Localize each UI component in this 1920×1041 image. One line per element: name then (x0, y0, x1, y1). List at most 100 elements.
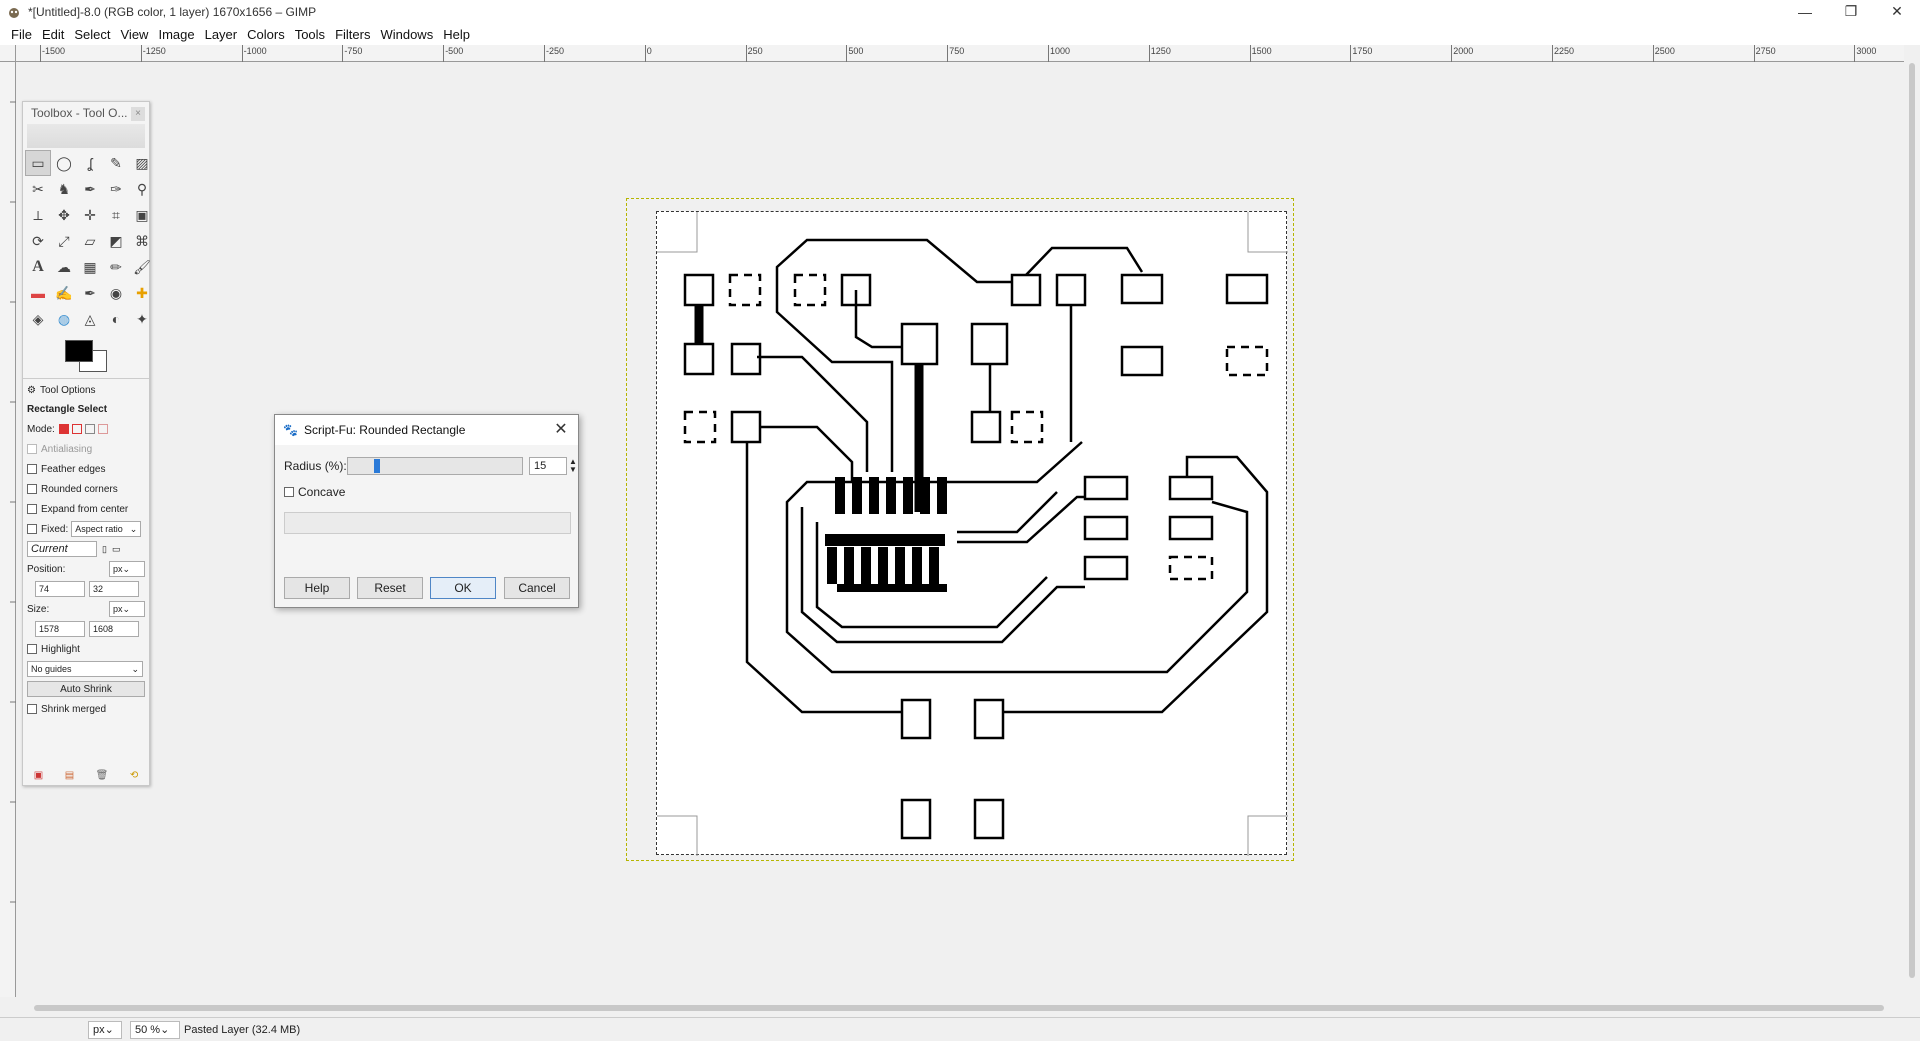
feather-edges-option[interactable]: Feather edges (27, 459, 145, 479)
airbrush-tool-icon[interactable]: ✍ (55, 284, 73, 301)
highlight-checkbox[interactable] (27, 644, 37, 654)
reset-button[interactable]: Reset (357, 577, 423, 599)
align-tool-icon[interactable]: ✛ (84, 206, 96, 223)
menu-edit[interactable]: Edit (41, 26, 65, 42)
minimize-button[interactable]: — (1798, 3, 1812, 20)
concave-option[interactable]: Concave (284, 485, 345, 499)
color-picker-tool-icon[interactable]: ✑ (110, 180, 122, 197)
menu-image[interactable]: Image (158, 26, 195, 42)
dialog-close-icon[interactable]: ✕ (554, 421, 568, 438)
measure-tool-icon[interactable]: ⟂ (33, 206, 43, 223)
move-tool-icon[interactable]: ✥ (58, 206, 70, 223)
rounded-corners-checkbox[interactable] (27, 484, 37, 494)
menu-tools[interactable]: Tools (294, 26, 326, 42)
mode-replace-icon[interactable] (58, 424, 69, 434)
expand-from-center-option[interactable]: Expand from center (27, 499, 145, 519)
toolbox-close-icon[interactable]: × (131, 107, 145, 121)
position-y-input[interactable]: 32 (89, 581, 139, 597)
auto-shrink-button[interactable]: Auto Shrink (27, 681, 145, 697)
help-button[interactable]: Help (284, 577, 350, 599)
portrait-icon[interactable]: ▯ (102, 543, 107, 554)
vertical-scroll-thumb[interactable] (1909, 63, 1915, 978)
restore-button[interactable]: ❐ (1844, 3, 1858, 19)
menu-filters[interactable]: Filters (335, 26, 371, 42)
menu-select[interactable]: Select (74, 26, 111, 42)
ruler-corner-button[interactable] (0, 45, 16, 62)
position-unit-select[interactable]: px⌄ (109, 561, 145, 577)
clone-tool-icon[interactable]: ◉ (109, 284, 123, 301)
tool-options-tab[interactable]: ⚙ Tool Options (27, 381, 145, 399)
shear-tool-icon[interactable]: ▱ (84, 232, 96, 249)
menu-file[interactable]: File (11, 26, 32, 42)
feather-edges-checkbox[interactable] (27, 464, 37, 474)
ok-button[interactable]: OK (430, 577, 496, 599)
horizontal-scroll-thumb[interactable] (34, 1005, 1884, 1011)
radius-slider-handle[interactable] (374, 459, 380, 473)
guides-select[interactable]: No guides⌄ (27, 661, 143, 677)
antialiasing-option[interactable]: Antialiasing (27, 439, 145, 459)
radius-spinbox[interactable]: 15 (529, 457, 567, 475)
size-height-input[interactable]: 1608 (89, 621, 139, 637)
ink-tool-icon[interactable]: ✒ (84, 284, 96, 301)
menu-help[interactable]: Help (443, 26, 470, 42)
size-width-input[interactable]: 1578 (35, 621, 85, 637)
fixed-mode-select[interactable]: Aspect ratio⌄ (71, 521, 142, 537)
cancel-button[interactable]: Cancel (504, 577, 570, 599)
blur-tool-icon[interactable]: ◬ (84, 310, 96, 327)
position-x-input[interactable]: 74 (35, 581, 85, 597)
heal-tool-icon[interactable]: ✚ (136, 284, 148, 301)
fixed-checkbox[interactable] (27, 524, 37, 534)
text-tool-icon[interactable]: A (32, 258, 44, 275)
delete-options-icon[interactable]: 🗑 (95, 770, 109, 781)
vertical-scrollbar[interactable] (1904, 45, 1920, 997)
mode-subtract-icon[interactable] (84, 424, 95, 434)
reset-options-icon[interactable]: ⟲ (129, 770, 139, 781)
perspective-tool-icon[interactable]: ◩ (109, 232, 123, 249)
foreground-select-tool-icon[interactable]: ♞ (57, 180, 71, 197)
fuzzy-select-tool-icon[interactable]: ✎ (110, 154, 122, 171)
menu-windows[interactable]: Windows (380, 26, 434, 42)
close-window-button[interactable]: ✕ (1891, 3, 1903, 19)
paths-tool-icon[interactable]: ✒ (84, 180, 96, 197)
spin-arrows-icon[interactable]: ▲▼ (569, 457, 577, 474)
save-options-icon[interactable]: ▣ (33, 770, 44, 781)
scissors-tool-icon[interactable]: ✂ (32, 180, 44, 197)
horizontal-scrollbar[interactable] (16, 997, 1904, 1017)
foreground-color-swatch[interactable] (65, 340, 93, 362)
vertical-ruler[interactable] (0, 62, 16, 997)
wilber-drop-area[interactable] (27, 124, 145, 148)
unified-transform-tool-icon[interactable]: ▣ (135, 206, 149, 223)
size-unit-select[interactable]: px⌄ (109, 601, 145, 617)
perspective-clone-tool-icon[interactable]: ◈ (32, 310, 44, 327)
scale-tool-icon[interactable]: ⤢ (58, 232, 70, 249)
unit-select[interactable]: px⌄ (88, 1020, 122, 1039)
mode-intersect-icon[interactable] (97, 424, 108, 434)
menu-colors[interactable]: Colors (247, 26, 285, 42)
warp-tool-icon[interactable]: ⌘ (135, 232, 149, 249)
eraser-tool-icon[interactable]: ▬ (31, 285, 45, 301)
zoom-tool-icon[interactable]: ⚲ (136, 180, 148, 197)
select-by-color-tool-icon[interactable]: ▨ (135, 154, 149, 171)
menu-layer[interactable]: Layer (204, 26, 238, 42)
landscape-icon[interactable]: ▭ (111, 543, 121, 554)
crop-tool-icon[interactable]: ⌗ (112, 206, 120, 223)
gradient-tool-icon[interactable]: ▦ (83, 258, 97, 275)
ellipse-select-tool-icon[interactable]: ◯ (56, 154, 72, 171)
concave-checkbox[interactable] (284, 487, 294, 497)
rounded-corners-option[interactable]: Rounded corners (27, 479, 145, 499)
rotate-tool-icon[interactable]: ⟳ (32, 232, 44, 249)
menu-view[interactable]: View (120, 26, 149, 42)
radius-slider[interactable] (347, 457, 523, 475)
free-select-tool-icon[interactable]: ʆ (87, 155, 93, 171)
bucket-fill-tool-icon[interactable]: ◐ (111, 311, 121, 327)
highlight-option[interactable]: Highlight (27, 639, 145, 659)
rect-select-tool-icon[interactable]: ▭ (25, 150, 51, 176)
canvas-image[interactable] (656, 211, 1288, 856)
pencil-tool-icon[interactable]: ✏ (110, 258, 122, 275)
expand-from-center-checkbox[interactable] (27, 504, 37, 514)
shrink-merged-option[interactable]: Shrink merged (27, 699, 145, 719)
paintbrush-tool-icon[interactable]: 🖌 (133, 258, 151, 275)
shrink-merged-checkbox[interactable] (27, 704, 37, 714)
antialiasing-checkbox[interactable] (27, 444, 37, 454)
